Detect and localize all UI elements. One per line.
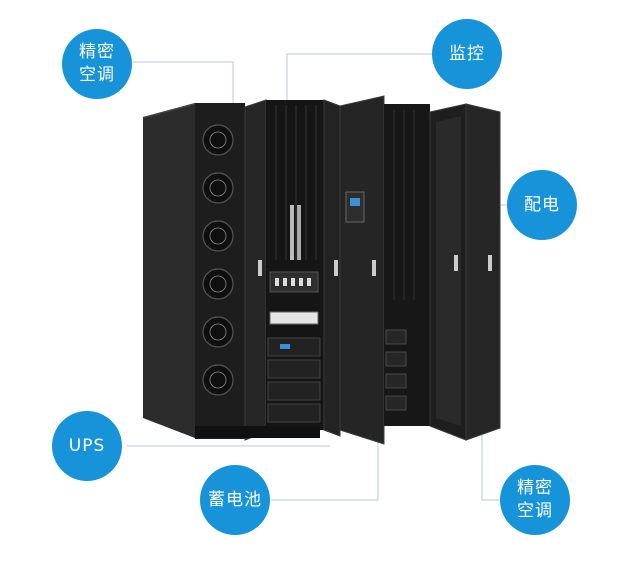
fan-cabinet-door (244, 99, 267, 441)
callout-monitoring: 监控 (432, 19, 502, 89)
callout-text: 配电 (524, 194, 560, 215)
callout-battery: 蓄电池 (200, 465, 270, 535)
callout-text-line: 空调 (79, 65, 115, 85)
monitoring-panel (345, 191, 365, 223)
callout-power-distribution: 配电 (507, 170, 577, 240)
battery-cabinet (384, 104, 430, 426)
callout-text: UPS (68, 435, 106, 456)
callout-text-line: 精密 (517, 478, 553, 498)
callout-text-line: 空调 (517, 501, 553, 521)
monitoring-door (339, 95, 385, 445)
callout-ups: UPS (52, 411, 122, 481)
callout-text-line: 精密 (79, 42, 115, 62)
callout-text: 蓄电池 (208, 489, 262, 510)
cabinet-side-panel (143, 103, 195, 438)
power-ups-cabinet (266, 100, 324, 430)
ac-cabinet-right (465, 103, 501, 441)
callout-precision-ac-top: 精密 空调 (62, 29, 132, 99)
callout-precision-ac-bottom: 精密 空调 (500, 465, 570, 535)
callout-text: 监控 (449, 43, 485, 64)
fan-column (202, 124, 234, 396)
